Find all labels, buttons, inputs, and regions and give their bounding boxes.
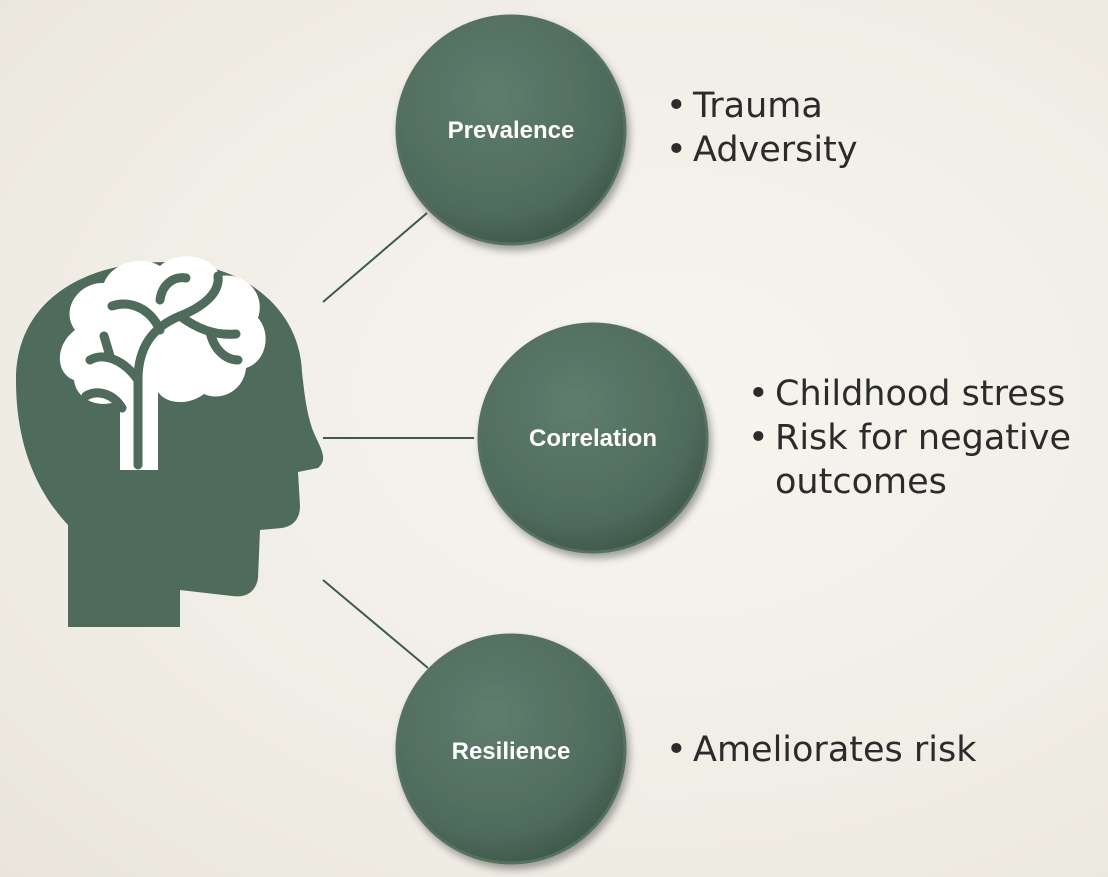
bullet-item: Trauma (666, 84, 858, 128)
connector-line-prevalence (322, 212, 428, 303)
node-label-prevalence: Prevalence (447, 117, 575, 144)
bullet-list-correlation: Childhood stress Risk for negative outco… (748, 372, 1108, 504)
bullet-item: Ameliorates risk (666, 728, 977, 772)
node-circle-correlation (477, 322, 709, 554)
node-circle-prevalence (395, 14, 627, 246)
node-label-correlation: Correlation (528, 425, 657, 452)
bullet-item: Adversity (666, 128, 858, 172)
head-with-brain-icon (16, 256, 324, 627)
bullet-list-resilience: Ameliorates risk (666, 728, 977, 772)
node-circle-resilience (395, 633, 627, 865)
bullet-list-prevalence: Trauma Adversity (666, 84, 858, 172)
bullet-item: Childhood stress (748, 372, 1108, 416)
connector-line-resilience (322, 579, 429, 669)
bullet-item: Risk for negative outcomes (748, 416, 1108, 504)
node-label-resilience: Resilience (451, 738, 571, 765)
